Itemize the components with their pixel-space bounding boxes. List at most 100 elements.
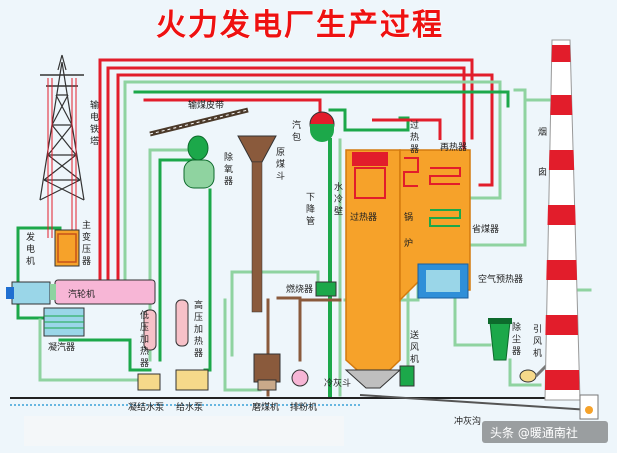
reheater-coil [429, 167, 461, 185]
superheater-top [352, 152, 388, 166]
feedwater-pump-label: 给水泵 [176, 401, 203, 413]
tower-label-3: 铁 [90, 123, 99, 135]
economizer-label: 省煤器 [472, 223, 499, 235]
air-preheater-label: 空气预热器 [478, 273, 523, 285]
coal-pipe-2 [276, 296, 302, 362]
svg-text:水: 水 [334, 181, 343, 193]
ash-trench [359, 394, 591, 411]
chimney-base-light [585, 406, 593, 414]
forced-fan-label: 送 风 机 [410, 329, 419, 365]
hp-heater-label: 高 压 加 热 器 [194, 299, 203, 359]
svg-text:器: 器 [194, 348, 203, 359]
coal-mill [253, 353, 281, 383]
svg-text:机: 机 [410, 353, 419, 365]
svg-text:原: 原 [276, 147, 285, 158]
precipitator-label: 除 尘 器 [512, 321, 521, 357]
svg-text:电: 电 [26, 243, 35, 255]
svg-text:热: 热 [140, 345, 149, 357]
svg-text:加: 加 [140, 334, 149, 345]
turbine-label: 汽轮机 [68, 288, 95, 300]
water-top-2 [133, 90, 510, 108]
superheater2-coil [403, 157, 419, 187]
coal-belt-marks [149, 109, 249, 135]
turbine-shaft [50, 284, 56, 300]
boiler-label: 锅 炉 [404, 212, 413, 249]
raw-coal-hopper-label: 原 煤 斗 [276, 147, 285, 182]
svg-text:热: 热 [194, 335, 203, 347]
main-transformer-label: 主 变 压 器 [82, 219, 91, 267]
ash-trench-label: 冲灰沟 [454, 415, 481, 427]
precipitator [489, 321, 511, 361]
svg-text:引: 引 [533, 324, 542, 335]
generator-label: 发 电 机 [26, 231, 35, 267]
svg-text:送: 送 [410, 329, 419, 341]
steam-to-drum [143, 98, 322, 117]
svg-text:除: 除 [224, 151, 233, 163]
condenser-label: 凝汽器 [48, 341, 75, 353]
precipitator-top [488, 318, 512, 324]
svg-text:斗: 斗 [276, 171, 285, 182]
svg-text:高: 高 [194, 299, 203, 311]
mill-base [257, 379, 277, 391]
svg-text:壁: 壁 [334, 205, 343, 217]
water-wall-label: 水 冷 壁 [334, 181, 343, 217]
svg-text:机: 机 [26, 255, 35, 267]
condenser-tubes [44, 315, 84, 329]
deaerator-label: 除 氧 器 [224, 151, 233, 187]
reheater-label: 再热器 [440, 141, 467, 153]
condensate-pump [137, 373, 161, 391]
svg-text:下: 下 [306, 193, 315, 203]
deaerator-top [187, 135, 209, 161]
drum-to-superheater [328, 108, 410, 132]
tower-label-2: 电 [90, 111, 99, 123]
svg-text:除: 除 [512, 321, 521, 333]
svg-text:压: 压 [82, 244, 91, 255]
exhaust-fan [291, 369, 309, 387]
svg-text:尘: 尘 [512, 334, 521, 345]
condensate-pipe-2 [58, 338, 152, 372]
svg-text:压: 压 [140, 322, 149, 333]
svg-text:器: 器 [82, 256, 91, 267]
induced-fan [519, 369, 537, 383]
induced-fan-label: 引 风 机 [533, 324, 542, 359]
ash-hopper [344, 369, 402, 389]
main-steam-pipe-outer [98, 58, 474, 140]
lp-heater-feed-2 [158, 158, 202, 362]
deaerator [183, 159, 215, 189]
svg-text:降: 降 [306, 203, 315, 215]
chimney-label: 烟 囱 [538, 126, 547, 178]
watermark: 头条 @暖通南社 [490, 425, 578, 440]
svg-text:主: 主 [82, 219, 91, 231]
page-title: 火力发电厂生产过程 [156, 8, 444, 43]
svg-text:机: 机 [533, 347, 542, 359]
condensate-pipe-low [38, 318, 152, 382]
svg-text:囱: 囱 [538, 166, 547, 178]
watermark-bg [482, 421, 608, 443]
ash-hopper-label: 冷灰斗 [324, 377, 351, 389]
svg-text:包: 包 [292, 131, 301, 143]
svg-text:炉: 炉 [404, 237, 413, 249]
forced-fan [399, 365, 415, 387]
steam-drum-water [310, 124, 334, 142]
transformer-coil [57, 233, 77, 263]
tower-label-1: 输 [90, 99, 99, 111]
svg-text:变: 变 [82, 231, 91, 243]
svg-text:风: 风 [533, 336, 542, 347]
svg-text:管: 管 [306, 215, 315, 227]
svg-text:器: 器 [224, 176, 233, 187]
coal-feed-chute [251, 161, 263, 313]
svg-text:压: 压 [194, 312, 203, 323]
flue-to-fan [508, 358, 542, 387]
svg-text:热: 热 [410, 131, 419, 143]
svg-text:加: 加 [194, 324, 203, 335]
burner [315, 281, 337, 297]
svg-text:器: 器 [140, 358, 149, 369]
mill-label: 磨煤机 [252, 401, 279, 413]
svg-text:过: 过 [410, 119, 419, 131]
lp-heater [143, 309, 157, 351]
steam-drum-label: 汽 包 [292, 119, 301, 143]
sh-link [372, 118, 442, 140]
power-lines [47, 78, 77, 238]
